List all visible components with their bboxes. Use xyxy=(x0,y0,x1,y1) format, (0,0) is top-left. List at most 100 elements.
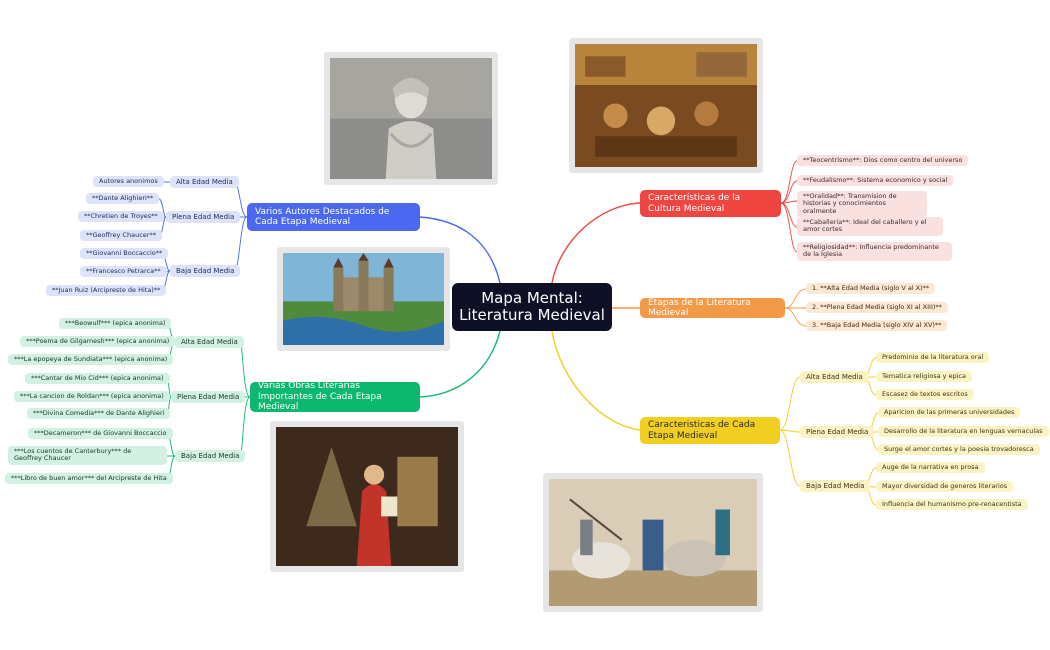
obras-plena-item-1-label: ***Cantar de Mio Cid*** (epica anonima) xyxy=(31,374,164,382)
obras-baja-item-3[interactable]: ***Libro de buen amor*** del Arcipreste … xyxy=(5,473,173,485)
etapas-item-3-label: 3. **Baja Edad Media (siglo XIV al XV)** xyxy=(812,321,942,329)
obras-plena-item-2-label: ***La cancion de Roldan*** (epica anonim… xyxy=(20,392,164,400)
caracteristicas-group-baja[interactable]: Baja Edad Media xyxy=(800,480,871,493)
cultura-item-5-label: **Religiosidad**: Influencia predominant… xyxy=(803,243,939,259)
autores-baja-item-1-label: **Giovanni Boccaccio** xyxy=(86,249,163,257)
caracteristicas-group-alta[interactable]: Alta Edad Media xyxy=(800,371,869,384)
autores-alta-item-1[interactable]: Autores anonimos xyxy=(93,176,164,188)
autores-plena-item-3-label: **Geoffrey Chaucer** xyxy=(86,231,156,239)
peasants-painting xyxy=(569,38,763,173)
obras-group-baja-label: Baja Edad Media xyxy=(181,452,240,460)
caracteristicas-alta-item-3[interactable]: Escasez de textos escritos xyxy=(876,389,974,401)
dante-painting xyxy=(270,421,464,572)
caracteristicas-group-plena-label: Plena Edad Media xyxy=(806,428,869,436)
root-label: Mapa Mental: Literatura Medieval xyxy=(459,288,605,324)
cultura-item-2-label: **Feudalismo**: Sistema economico y soci… xyxy=(803,176,948,184)
obras-baja-item-3-label: ***Libro de buen amor*** del Arcipreste … xyxy=(11,474,167,482)
knights-illustration xyxy=(543,473,763,612)
cultura-item-3-label: **Oralidad**: Transmision de historias y… xyxy=(803,192,897,215)
branch-caracteristicas-label: Caracteristicas de Cada Etapa Medieval xyxy=(648,420,756,441)
cultura-item-1-label: **Teocentrismo**: Dios como centro del u… xyxy=(803,156,963,164)
caracteristicas-group-baja-label: Baja Edad Media xyxy=(806,482,865,490)
cultura-item-1[interactable]: **Teocentrismo**: Dios como centro del u… xyxy=(797,155,969,167)
caracteristicas-baja-item-2-label: Mayor diversidad de generos literarios xyxy=(882,482,1008,490)
autores-plena-item-2-label: **Chretien de Troyes** xyxy=(84,212,158,220)
obras-alta-item-2[interactable]: ***Poema de Gilgamesh*** (epica anonima) xyxy=(20,336,176,348)
cultura-item-4-label: **Caballeria**: Ideal del caballero y el… xyxy=(803,218,927,234)
autores-baja-item-2[interactable]: **Francesco Petrarca** xyxy=(80,266,167,278)
obras-group-plena[interactable]: Plena Edad Media xyxy=(171,391,246,404)
autores-baja-item-1[interactable]: **Giovanni Boccaccio** xyxy=(80,248,169,260)
cultura-item-3[interactable]: **Oralidad**: Transmision de historias y… xyxy=(797,191,927,218)
caracteristicas-baja-item-3[interactable]: Influencia del humanismo pre-renacentist… xyxy=(876,499,1028,511)
obras-alta-item-1-label: ***Beowulf*** (epica anonima) xyxy=(65,319,166,327)
obras-baja-item-2[interactable]: ***Los cuentos de Canterbury*** de Geoff… xyxy=(8,446,167,465)
autores-group-alta[interactable]: Alta Edad Media xyxy=(170,176,239,189)
statue-photo xyxy=(324,52,498,185)
autores-plena-item-1-label: **Dante Alighieri** xyxy=(92,194,154,202)
caracteristicas-alta-item-3-label: Escasez de textos escritos xyxy=(882,390,968,398)
cultura-item-2[interactable]: **Feudalismo**: Sistema economico y soci… xyxy=(797,175,954,187)
obras-group-alta-label: Alta Edad Media xyxy=(181,338,238,346)
autores-group-plena-label: Plena Edad Media xyxy=(172,213,235,221)
branch-caracteristicas[interactable]: Caracteristicas de Cada Etapa Medieval xyxy=(640,417,780,444)
autores-group-alta-label: Alta Edad Media xyxy=(176,178,233,186)
autores-baja-item-2-label: **Francesco Petrarca** xyxy=(86,267,161,275)
caracteristicas-alta-item-1-label: Predominio de la literatura oral xyxy=(882,353,984,361)
etapas-item-3[interactable]: 3. **Baja Edad Media (siglo XIV al XV)** xyxy=(806,320,948,332)
obras-baja-item-2-label: ***Los cuentos de Canterbury*** de Geoff… xyxy=(14,447,132,463)
root-node[interactable]: Mapa Mental: Literatura Medieval xyxy=(452,283,612,331)
branch-cultura-label: Características de la Cultura Medieval xyxy=(648,193,741,214)
obras-alta-item-1[interactable]: ***Beowulf*** (epica anonima) xyxy=(59,318,172,330)
autores-plena-item-3[interactable]: **Geoffrey Chaucer** xyxy=(80,230,162,242)
branch-etapas-label: Etapas de la Literatura Medieval xyxy=(648,297,751,318)
caracteristicas-alta-item-2[interactable]: Tematica religiosa y epica xyxy=(876,371,973,383)
obras-alta-item-3[interactable]: ***La epopeya de Sundiata*** (epica anon… xyxy=(8,354,174,366)
etapas-item-1-label: 1. **Alta Edad Media (siglo V al X)** xyxy=(812,284,930,292)
autores-plena-item-1[interactable]: **Dante Alighieri** xyxy=(86,193,160,205)
caracteristicas-alta-item-2-label: Tematica religiosa y epica xyxy=(882,372,967,380)
caracteristicas-plena-item-1[interactable]: Aparicion de las primeras universidades xyxy=(878,407,1021,419)
caracteristicas-baja-item-1[interactable]: Auge de la narrativa en prosa xyxy=(876,462,985,474)
branch-cultura[interactable]: Características de la Cultura Medieval xyxy=(640,190,781,217)
caracteristicas-baja-item-3-label: Influencia del humanismo pre-renacentist… xyxy=(882,500,1022,508)
autores-group-plena[interactable]: Plena Edad Media xyxy=(166,211,241,224)
caracteristicas-alta-item-1[interactable]: Predominio de la literatura oral xyxy=(876,352,990,364)
obras-plena-item-2[interactable]: ***La cancion de Roldan*** (epica anonim… xyxy=(14,391,170,403)
obras-group-baja[interactable]: Baja Edad Media xyxy=(175,450,246,463)
castle-illustration xyxy=(277,247,450,351)
etapas-item-2[interactable]: 2. **Plena Edad Media (siglo XI al XIII)… xyxy=(806,302,948,314)
obras-alta-item-3-label: ***La epopeya de Sundiata*** (epica anon… xyxy=(14,355,168,363)
obras-group-alta[interactable]: Alta Edad Media xyxy=(175,336,244,349)
cultura-item-5[interactable]: **Religiosidad**: Influencia predominant… xyxy=(797,242,952,261)
caracteristicas-plena-item-2[interactable]: Desarrollo de la literatura en lenguas v… xyxy=(878,426,1049,438)
etapas-item-2-label: 2. **Plena Edad Media (siglo XI al XIII)… xyxy=(812,303,942,311)
caracteristicas-plena-item-3[interactable]: Surge el amor cortes y la poesia trovado… xyxy=(878,444,1040,456)
obras-baja-item-1[interactable]: ***Decameron*** de Giovanni Boccaccio xyxy=(28,428,173,440)
caracteristicas-plena-item-3-label: Surge el amor cortes y la poesia trovado… xyxy=(884,445,1034,453)
autores-alta-item-1-label: Autores anonimos xyxy=(99,177,158,185)
branch-etapas[interactable]: Etapas de la Literatura Medieval xyxy=(640,298,785,318)
caracteristicas-plena-item-1-label: Aparicion de las primeras universidades xyxy=(884,408,1015,416)
autores-group-baja[interactable]: Baja Edad Media xyxy=(170,265,241,278)
cultura-item-4[interactable]: **Caballeria**: Ideal del caballero y el… xyxy=(797,217,943,236)
obras-plena-item-3[interactable]: ***Divina Comedia*** de Dante Alighieri xyxy=(27,408,171,420)
caracteristicas-group-plena[interactable]: Plena Edad Media xyxy=(800,426,875,439)
caracteristicas-group-alta-label: Alta Edad Media xyxy=(806,373,863,381)
branch-autores-label: Varios Autores Destacados de Cada Etapa … xyxy=(255,206,390,227)
autores-plena-item-2[interactable]: **Chretien de Troyes** xyxy=(78,211,164,223)
etapas-item-1[interactable]: 1. **Alta Edad Media (siglo V al X)** xyxy=(806,283,936,295)
obras-alta-item-2-label: ***Poema de Gilgamesh*** (epica anonima) xyxy=(26,337,170,345)
obras-plena-item-3-label: ***Divina Comedia*** de Dante Alighieri xyxy=(33,409,165,417)
caracteristicas-plena-item-2-label: Desarrollo de la literatura en lenguas v… xyxy=(884,427,1043,435)
caracteristicas-baja-item-2[interactable]: Mayor diversidad de generos literarios xyxy=(876,481,1014,493)
branch-obras[interactable]: Varias Obras Literarias Importantes de C… xyxy=(250,381,420,413)
autores-baja-item-3[interactable]: **Juan Ruiz (Arcipreste de Hita)** xyxy=(46,285,167,297)
caracteristicas-baja-item-1-label: Auge de la narrativa en prosa xyxy=(882,463,979,471)
autores-group-baja-label: Baja Edad Media xyxy=(176,267,235,275)
obras-baja-item-1-label: ***Decameron*** de Giovanni Boccaccio xyxy=(34,429,167,437)
obras-plena-item-1[interactable]: ***Cantar de Mio Cid*** (epica anonima) xyxy=(25,373,170,385)
branch-obras-label: Varias Obras Literarias Importantes de C… xyxy=(258,381,382,413)
autores-baja-item-3-label: **Juan Ruiz (Arcipreste de Hita)** xyxy=(52,286,161,294)
branch-autores[interactable]: Varios Autores Destacados de Cada Etapa … xyxy=(247,203,420,231)
